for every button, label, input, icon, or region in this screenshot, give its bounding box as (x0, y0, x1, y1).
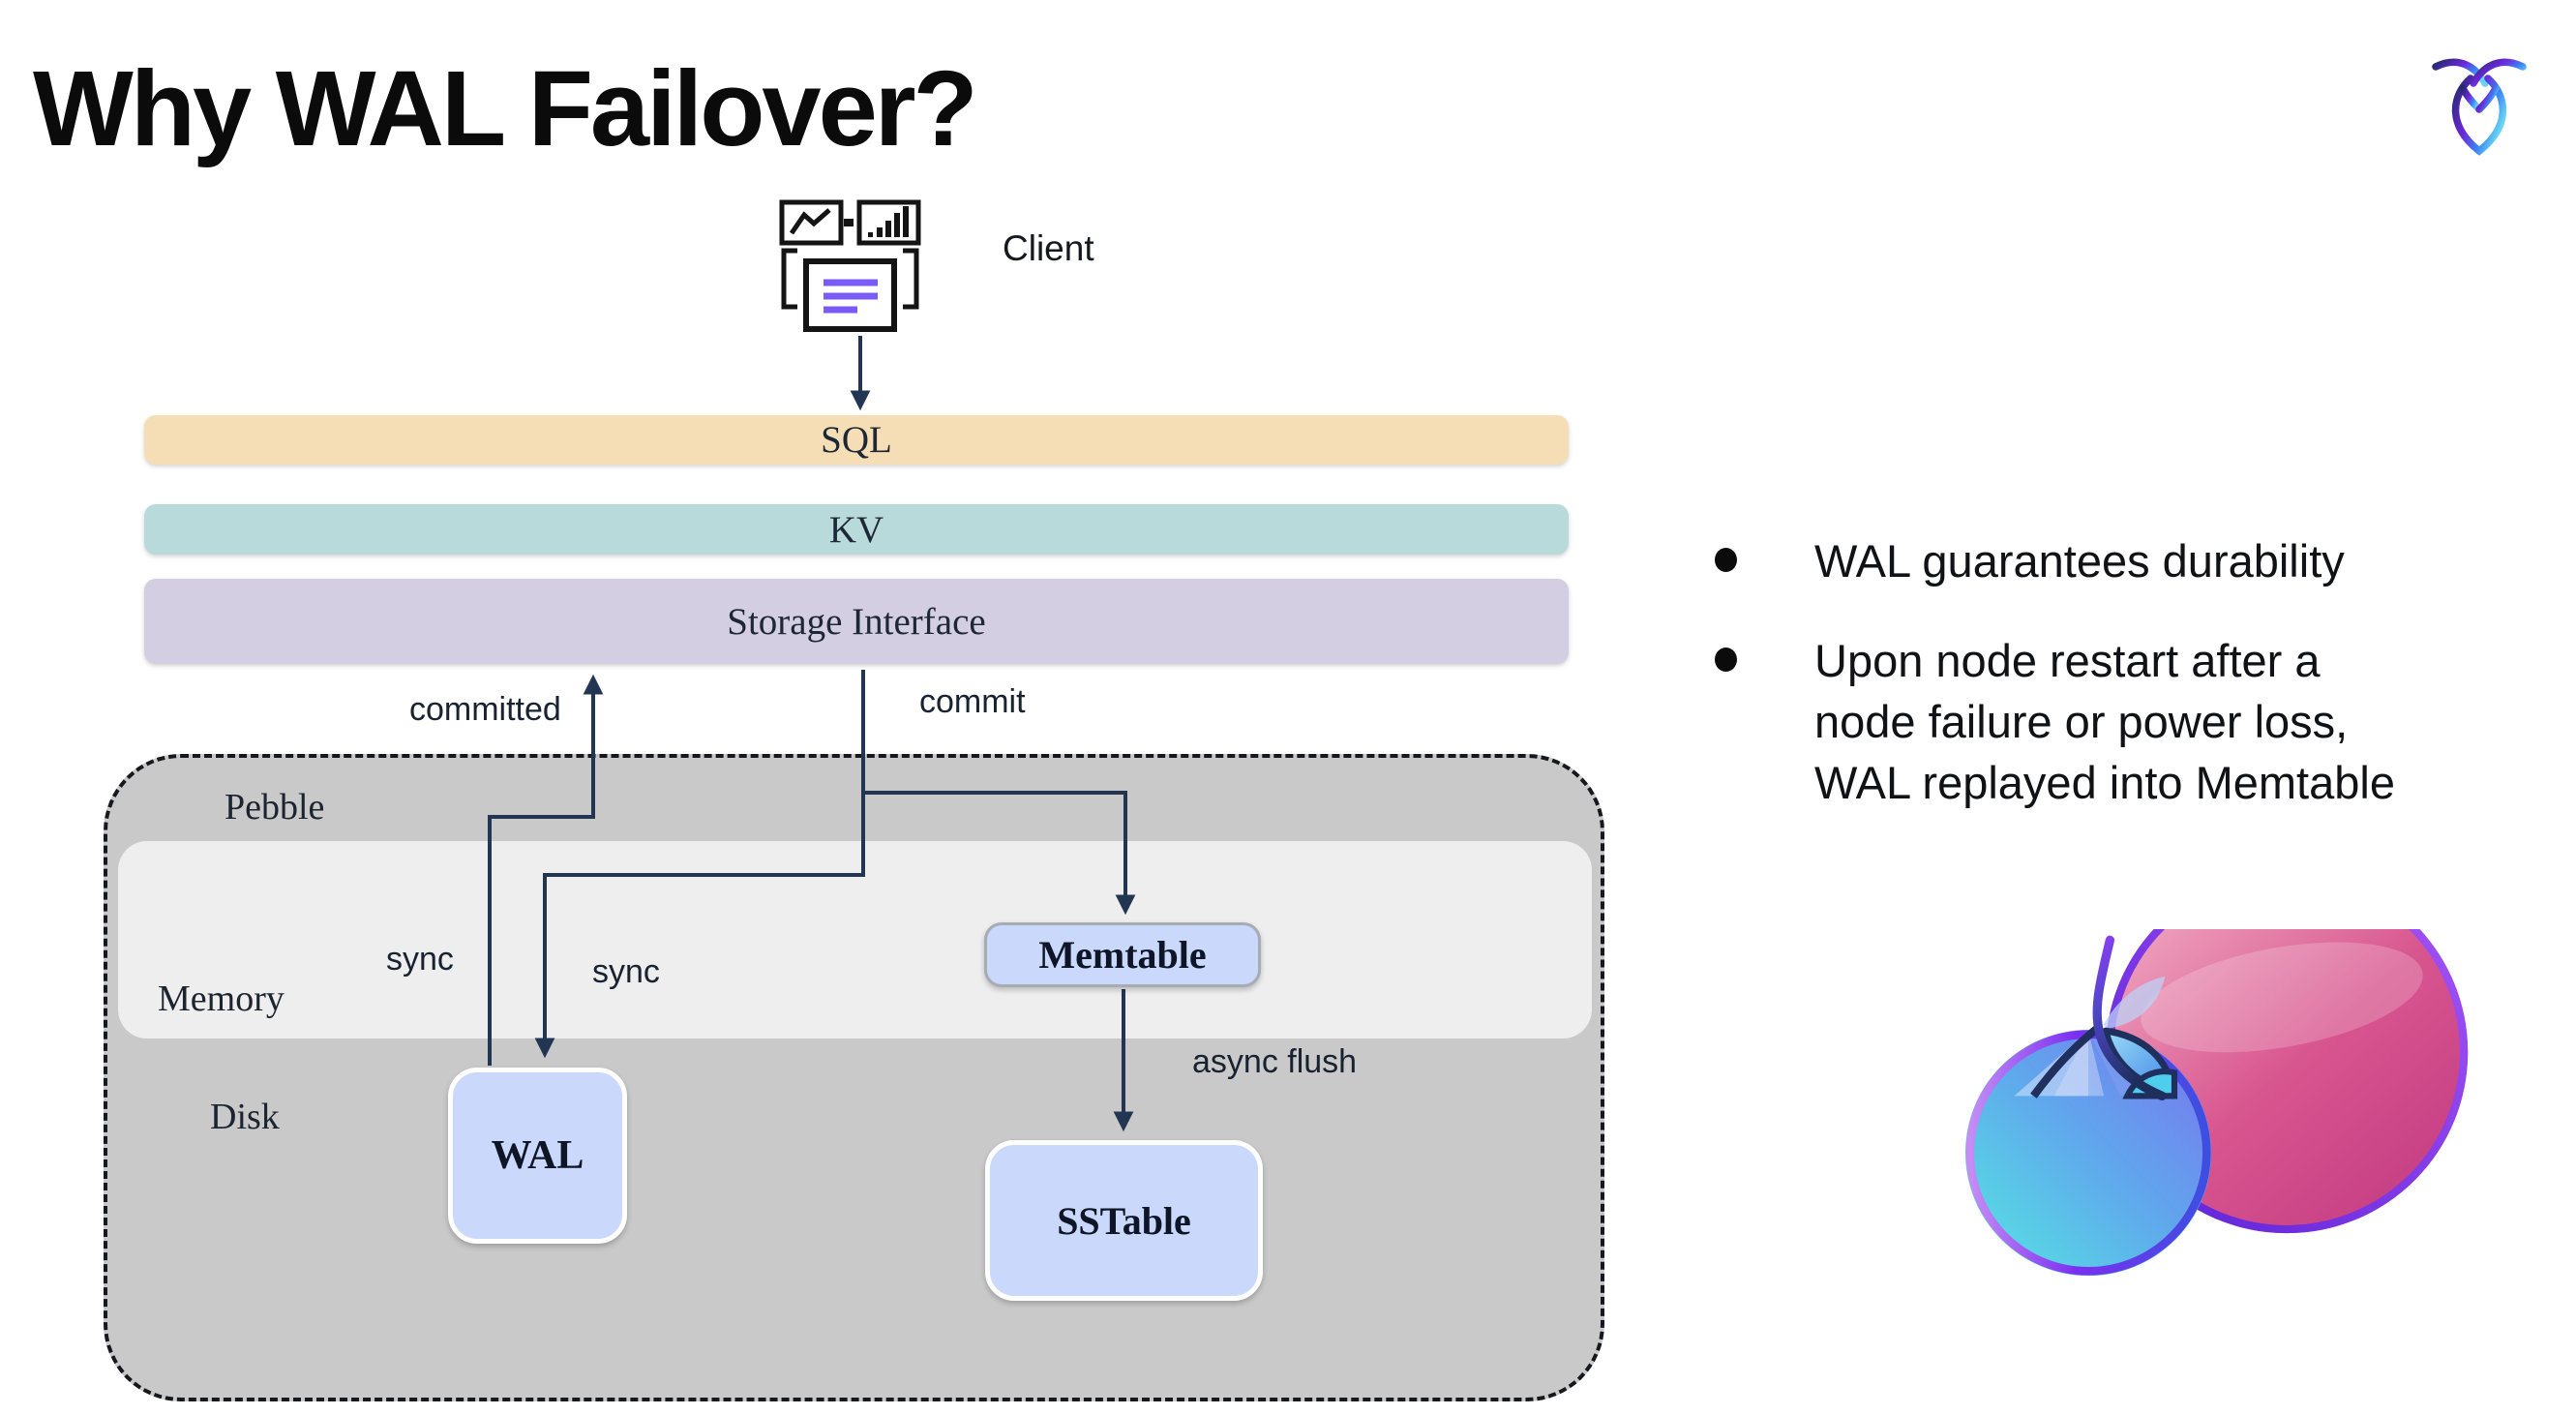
cockroachdb-logo-icon (2432, 58, 2527, 156)
brand-corner-art (1965, 929, 2469, 1277)
chart-bars-icon (856, 199, 921, 246)
bullet-dot-icon (1715, 647, 1737, 672)
layer-bar-storage-interface-label: Storage Interface (727, 600, 986, 643)
list-item: WAL guarantees durability (1715, 530, 2450, 591)
bullet-dot-icon (1715, 548, 1737, 572)
sstable-box: SSTable (985, 1140, 1263, 1301)
layer-bar-kv: KV (144, 504, 1569, 555)
edge-label-async-flush: async flush (1192, 1043, 1358, 1080)
edge-sync-to-wal (534, 793, 865, 1059)
sstable-box-label: SSTable (1057, 1198, 1191, 1243)
bullet-list: WAL guarantees durability Upon node rest… (1715, 530, 2450, 813)
pebble-label: Pebble (225, 787, 325, 828)
client-label: Client (1003, 228, 1094, 268)
icon-dash (844, 219, 854, 226)
layer-bar-sql: SQL (144, 415, 1569, 465)
layer-bar-sql-label: SQL (821, 419, 892, 461)
bullet-text: WAL guarantees durability (1814, 535, 2345, 587)
edge-label-sync-right: sync (592, 953, 660, 990)
document-icon (781, 248, 919, 332)
edge-committed (488, 674, 604, 1066)
chart-line-icon (779, 199, 844, 246)
list-item: Upon node restart after a node failure o… (1715, 630, 2450, 813)
client-icon (779, 199, 921, 332)
page-title: Why WAL Failover? (33, 49, 978, 168)
edge-label-committed: committed (409, 691, 561, 728)
memory-label: Memory (158, 978, 285, 1019)
layer-bar-storage-interface: Storage Interface (144, 579, 1569, 664)
edge-label-sync-left: sync (386, 941, 454, 978)
memtable-box: Memtable (984, 922, 1261, 987)
wal-box-label: WAL (491, 1133, 584, 1178)
disk-label: Disk (210, 1097, 280, 1137)
wal-box: WAL (448, 1068, 627, 1244)
edge-commit-to-memtable (861, 670, 1136, 916)
layer-bar-kv-label: KV (828, 508, 884, 551)
bullet-text: Upon node restart after a node failure o… (1814, 635, 2395, 808)
edge-label-commit: commit (919, 683, 1026, 720)
memtable-box-label: Memtable (1038, 933, 1207, 977)
